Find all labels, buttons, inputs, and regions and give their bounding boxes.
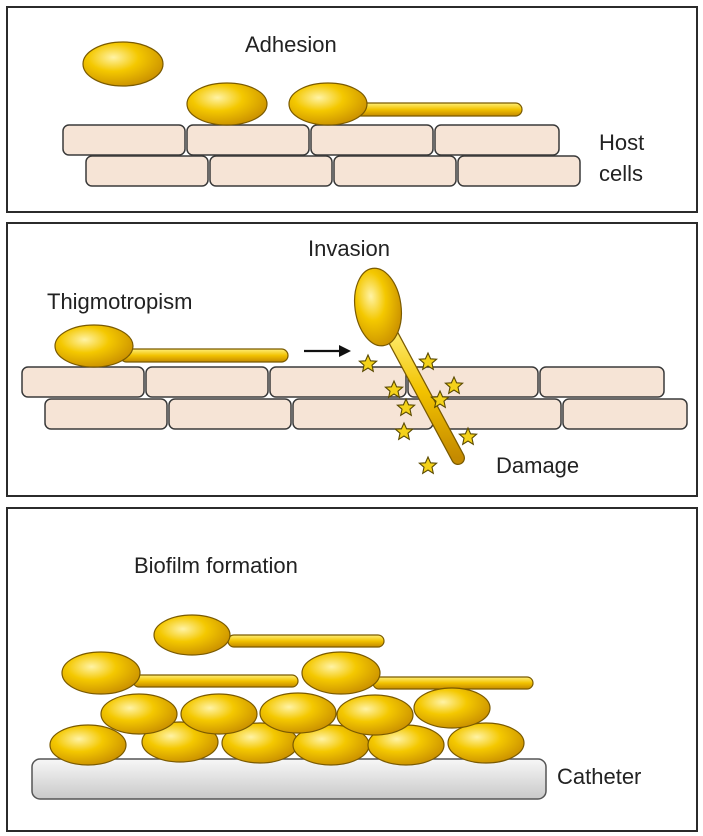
yeast-cell: [55, 325, 133, 367]
yeast-cell: [187, 83, 267, 125]
hypha: [228, 635, 384, 647]
yeast-cell: [62, 652, 140, 694]
host-cell: [210, 156, 332, 186]
host-cell: [187, 125, 309, 155]
yeast-cell: [289, 83, 367, 125]
host-label-line2: cells: [599, 161, 643, 187]
yeast-cell: [414, 688, 490, 728]
hypha: [120, 349, 288, 362]
invasion-panel: Invasion Thigmotropism Damage: [6, 222, 698, 497]
host-cell: [334, 156, 456, 186]
adhesion-scene: [8, 8, 698, 213]
host-cell: [435, 125, 559, 155]
star-icon: [419, 457, 436, 473]
adhesion-panel: Adhesion Host cells: [6, 6, 698, 213]
host-cell: [270, 367, 406, 397]
star-icon: [459, 428, 476, 444]
biofilm-title: Biofilm formation: [134, 553, 298, 579]
yeast-cell: [83, 42, 163, 86]
host-cells: [63, 125, 580, 186]
host-cell: [311, 125, 433, 155]
yeast-cell: [50, 725, 126, 765]
host-cell: [293, 399, 433, 429]
yeast-cell: [101, 694, 177, 734]
host-cell: [435, 399, 561, 429]
host-label-line1: Host: [599, 130, 644, 156]
catheter: [32, 759, 546, 799]
host-cell: [458, 156, 580, 186]
yeast-cell: [260, 693, 336, 733]
host-cell: [63, 125, 185, 155]
host-cell: [563, 399, 687, 429]
yeast-cell: [154, 615, 230, 655]
adhesion-title: Adhesion: [245, 32, 337, 58]
hypha: [133, 675, 298, 687]
host-cell: [45, 399, 167, 429]
hypha: [373, 677, 533, 689]
yeast-cell: [302, 652, 380, 694]
host-cell: [169, 399, 291, 429]
invasion-scene: [8, 224, 698, 497]
host-cell: [22, 367, 144, 397]
host-cell: [86, 156, 208, 186]
catheter-label: Catheter: [557, 764, 641, 790]
yeast-cell: [448, 723, 524, 763]
host-cell: [146, 367, 268, 397]
thigmotropism-label: Thigmotropism: [47, 289, 192, 315]
host-cells: [22, 367, 687, 429]
biofilm-panel: Biofilm formation Catheter: [6, 507, 698, 832]
invasion-title: Invasion: [308, 236, 390, 262]
right-arrow-icon: [304, 345, 351, 357]
yeast-cell: [337, 695, 413, 735]
host-cell: [540, 367, 664, 397]
damage-label: Damage: [496, 453, 579, 479]
yeast-cell: [181, 694, 257, 734]
